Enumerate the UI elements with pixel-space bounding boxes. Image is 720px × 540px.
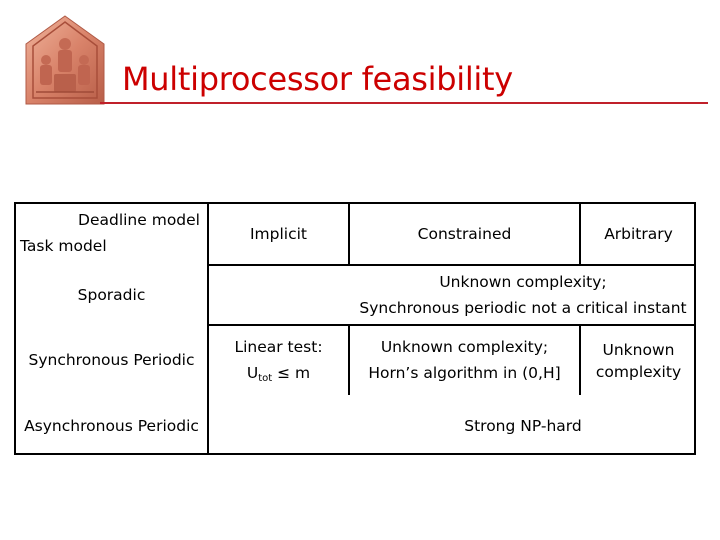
- linear-test-label: Linear test:: [234, 338, 323, 356]
- linear-test-condition: Utot ≤ m: [209, 361, 348, 391]
- header-task-model: Task model: [20, 237, 107, 255]
- col-divider-2: [348, 204, 350, 264]
- header-arbitrary: Arbitrary: [604, 225, 673, 243]
- sync-arbitrary-line2: complexity: [595, 363, 682, 381]
- sporadic-complexity-line1: Unknown complexity;: [439, 273, 607, 291]
- header-deadline-model: Deadline model: [78, 211, 200, 229]
- utilization-bound: ≤ m: [272, 364, 311, 382]
- col-divider-4: [579, 204, 581, 264]
- sync-constrained-line2: Horn’s algorithm in (0,H]: [368, 364, 561, 382]
- carved-relief-logo: [24, 14, 106, 106]
- utilization-subscript: tot: [258, 373, 273, 384]
- row-divider-2: [207, 324, 694, 326]
- col-divider-3: [348, 324, 350, 395]
- sync-constrained-line1: Unknown complexity;: [380, 338, 549, 356]
- row-label-sporadic: Sporadic: [77, 286, 146, 304]
- row-label-synchronous-periodic: Synchronous Periodic: [28, 351, 195, 369]
- sync-arbitrary-line1: Unknown: [602, 341, 675, 359]
- utilization-symbol: U: [246, 364, 259, 382]
- header-implicit: Implicit: [249, 225, 308, 243]
- col-divider-1: [207, 204, 209, 453]
- row-label-asynchronous-periodic: Asynchronous Periodic: [24, 417, 199, 435]
- title-underline: [100, 102, 708, 104]
- sporadic-complexity-line2: Synchronous periodic not a critical inst…: [359, 299, 687, 317]
- row-divider-1: [207, 264, 694, 266]
- header-constrained: Constrained: [417, 225, 512, 243]
- async-strong-np-hard: Strong NP-hard: [464, 417, 582, 435]
- col-divider-5: [579, 324, 581, 395]
- slide-title: Multiprocessor feasibility: [122, 60, 513, 98]
- feasibility-table: Deadline model Task model Implicit Const…: [14, 202, 696, 455]
